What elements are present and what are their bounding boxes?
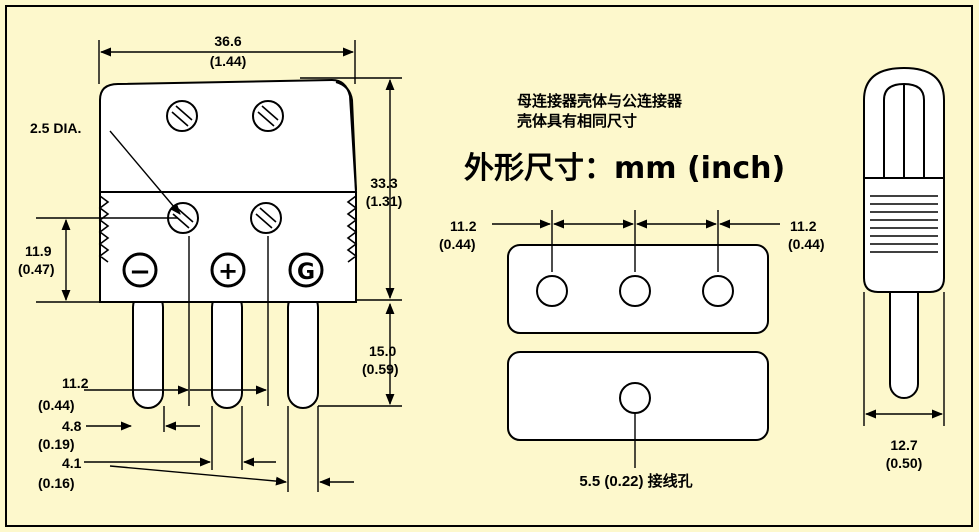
pin-ground xyxy=(287,291,319,409)
plug-upper-housing xyxy=(99,78,358,193)
plug-upper-side xyxy=(335,81,357,191)
dim-pin-length xyxy=(318,302,402,407)
pin-thickness-inch: (0.16) xyxy=(38,475,75,491)
plug-width-inch: (1.44) xyxy=(210,53,247,69)
wire-hole-label: 5.5 (0.22) 接线孔 xyxy=(579,472,692,490)
face-spacing-left-inch: (0.44) xyxy=(439,236,476,252)
terminal-plus-marker: + xyxy=(210,252,246,288)
dim-plug-width xyxy=(98,40,356,84)
dim-face-spacing xyxy=(492,210,780,272)
screw-lower-right xyxy=(250,202,282,234)
pin-length-inch: (0.59) xyxy=(362,361,399,377)
screw-top-right xyxy=(252,100,284,132)
plug-width-value: 36.6 xyxy=(214,33,241,49)
lower-height-inch: (0.47) xyxy=(18,261,55,277)
plug-front-view xyxy=(99,78,358,409)
svg-text:G: G xyxy=(297,260,315,285)
plug-thread-marks xyxy=(98,195,358,263)
terminal-ground-marker: G xyxy=(288,252,324,288)
side-width-value: 12.7 xyxy=(890,437,917,453)
pin-width-value: 4.8 xyxy=(62,418,82,434)
dim-pin-thickness xyxy=(84,457,354,487)
screw-top-left xyxy=(166,100,198,132)
face-spacing-right-inch: (0.44) xyxy=(788,236,825,252)
lower-height-value: 11.9 xyxy=(25,243,52,259)
svg-text:+: + xyxy=(218,257,238,285)
pin-spacing-value: 11.2 xyxy=(62,375,89,391)
plug-height-value: 33.3 xyxy=(370,175,397,191)
plug-height-inch: (1.31) xyxy=(366,193,403,209)
face-view-bottom-block xyxy=(507,351,769,441)
units-heading: 外形尺寸：mm (inch) xyxy=(464,151,785,186)
terminal-minus-marker: − xyxy=(122,252,158,288)
pin-thickness-value: 4.1 xyxy=(62,455,82,471)
face-view-top-block xyxy=(507,244,769,334)
drawing-frame xyxy=(5,5,973,527)
hole-diameter-label: 2.5 DIA. xyxy=(30,120,81,136)
pin-length-value: 15.0 xyxy=(369,343,396,359)
svg-text:−: − xyxy=(129,257,151,287)
dim-lower-height xyxy=(36,217,178,303)
side-view-threads xyxy=(870,195,938,253)
pin-spacing-inch: (0.44) xyxy=(38,397,75,413)
face-spacing-right-value: 11.2 xyxy=(790,218,817,234)
pin-extension-lines xyxy=(163,236,319,492)
side-width-inch: (0.50) xyxy=(886,455,923,471)
face-spacing-left-value: 11.2 xyxy=(450,218,477,234)
note-line-2: 壳体具有相同尺寸 xyxy=(516,112,637,130)
dim-plug-height xyxy=(300,77,402,301)
note-line-1: 母连接器壳体与公连接器 xyxy=(517,92,683,110)
pin-width-inch: (0.19) xyxy=(38,436,75,452)
hole-diameter-leader xyxy=(109,130,181,215)
dim-side-width xyxy=(863,292,945,426)
